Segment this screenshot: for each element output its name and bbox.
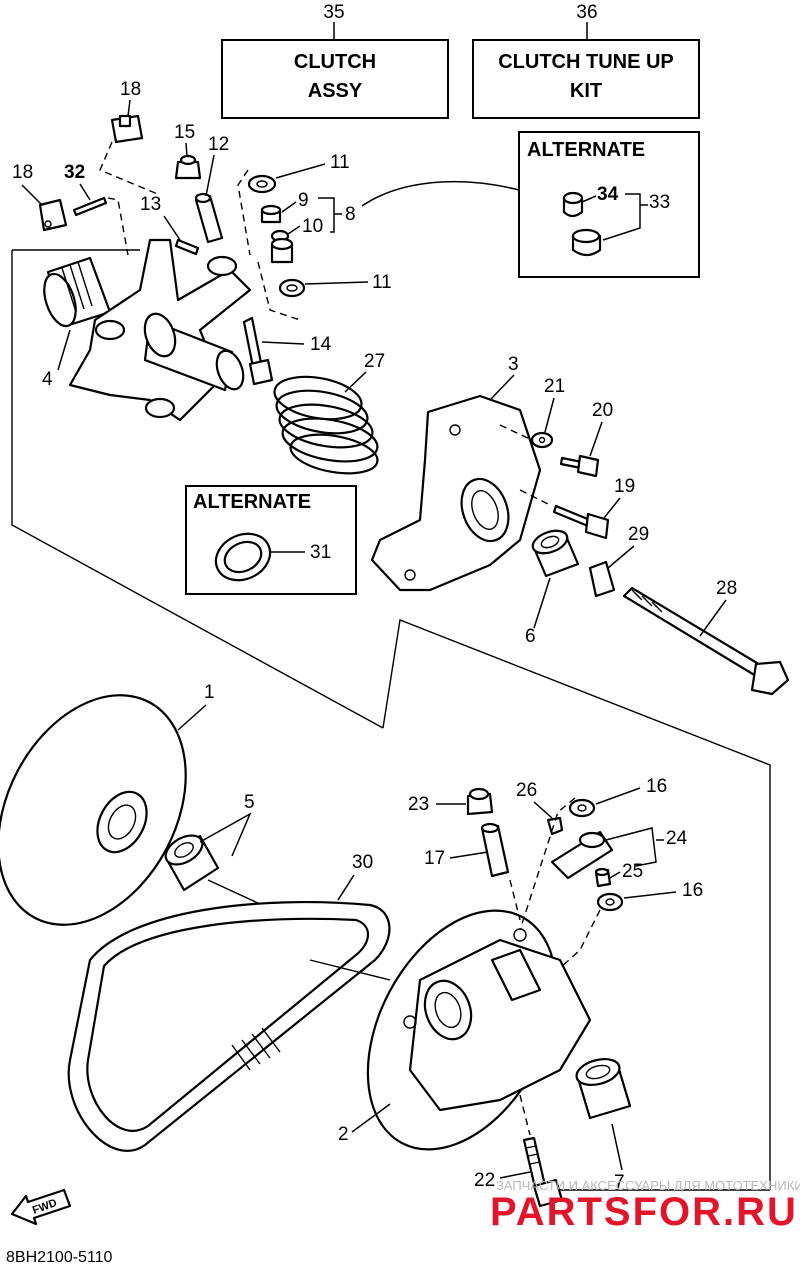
part-1-label: 1 [204,682,215,703]
alternate-box-mid[interactable]: ALTERNATE 31 [185,485,357,595]
part-16-washer-bottom[interactable] [596,892,624,912]
clutch-assy-line2: ASSY [308,80,363,102]
part-18-top-block[interactable] [110,114,144,144]
part-14-bolt[interactable] [242,316,274,386]
part-16a-label: 16 [646,776,667,797]
part-16b-label: 16 [682,880,703,901]
part-22-bolt[interactable] [522,1136,564,1208]
part-2-movable-sheave[interactable] [330,878,595,1181]
part-19-label: 19 [614,476,635,497]
part-18b-label: 18 [12,162,33,183]
part-21-label: 21 [544,376,565,397]
part-7-bushing[interactable] [574,1055,632,1120]
part-29-label: 29 [628,524,649,545]
part-16-washer-top[interactable] [568,798,596,818]
part-11a-label: 11 [330,152,350,173]
part-5-bushing[interactable] [161,830,220,892]
alternate-top-title: ALTERNATE [527,139,645,161]
tune-up-kit-line2: KIT [570,80,602,102]
part-19-bolt[interactable] [552,504,610,540]
part-24-arm[interactable] [550,830,614,880]
part-24-label: 24 [666,828,688,849]
part-27-label: 27 [364,351,385,372]
part-6-label: 6 [525,626,536,647]
part-13-set-screw[interactable] [174,238,200,256]
part-15-label: 15 [174,122,195,143]
part-18a-label: 18 [120,79,141,100]
part-33-bushing[interactable] [571,228,602,257]
part-34-label: 34 [597,184,619,205]
watermark: ЗАПЧАСТИ И АКСЕССУАРЫ ДЛЯ МОТОТЕХНИКИ PA… [490,1178,800,1234]
ref-36-label: 36 [576,2,597,23]
part-20-label: 20 [592,400,613,421]
part-17-pin[interactable] [480,822,510,878]
part-1-sheave[interactable] [0,663,223,957]
part-34-bushing[interactable] [562,191,584,218]
watermark-tagline: ЗАПЧАСТИ И АКСЕССУАРЫ ДЛЯ МОТОТЕХНИКИ [496,1178,800,1193]
part-14-label: 14 [310,334,332,355]
part-3-cover[interactable] [370,394,542,592]
part-9-roller[interactable] [260,204,282,224]
part-32-label: 32 [64,162,85,183]
watermark-brand: PARTSFOR.RU [490,1190,798,1234]
part-32-pin[interactable] [72,196,108,217]
part-9-label: 9 [298,190,309,211]
diagram-code: 8BH2100-5110 [6,1249,113,1266]
tune-up-kit-line1: CLUTCH TUNE UP [498,51,674,73]
part-11-washer-top[interactable] [247,174,277,194]
part-15-nut[interactable] [174,154,202,180]
part-17-label: 17 [424,848,445,869]
part-12-pin[interactable] [194,192,224,244]
part-25-roller[interactable] [594,867,612,888]
part-28-bolt[interactable] [622,586,790,696]
part-22-label: 22 [474,1170,495,1191]
part-28-label: 28 [716,578,737,599]
part-26-label: 26 [516,780,537,801]
ref-35-label: 35 [323,2,344,23]
part-5-label: 5 [244,792,255,813]
part-23-nut[interactable] [466,787,494,816]
part-30-label: 30 [352,852,373,873]
part-11b-label: 11 [372,272,392,293]
part-12-label: 12 [208,134,229,155]
part-10-bushing[interactable] [270,229,294,264]
part-27-spring[interactable] [271,371,381,480]
part-8-label: 8 [345,204,356,225]
part-18-left-block[interactable] [38,198,68,232]
part-30-belt[interactable] [67,901,391,1152]
part-10-label: 10 [302,216,323,237]
part-4-label: 4 [42,369,53,390]
part-3-label: 3 [508,354,519,375]
alternate-mid-title: ALTERNATE [193,491,311,513]
part-13-label: 13 [140,194,161,215]
part-7-label: 7 [614,1172,625,1193]
clutch-tune-up-kit-box[interactable]: 36 CLUTCH TUNE UP KIT [472,2,700,119]
part-20-bolt[interactable] [559,454,600,478]
part-2-label: 2 [338,1124,349,1145]
part-6-bushing[interactable] [530,526,580,578]
part-33-label: 33 [649,192,670,213]
part-11-washer-bottom[interactable] [278,278,306,298]
clutch-assy-box[interactable]: 35 CLUTCH ASSY [221,2,449,119]
part-21-washer[interactable] [530,431,554,449]
part-23-label: 23 [408,794,429,815]
fwd-arrow-icon: FWD [10,1188,72,1226]
part-29-clip[interactable] [588,560,616,598]
part-31-label: 31 [310,542,331,563]
clutch-assy-line1: CLUTCH [294,51,376,73]
alternate-box-top[interactable]: ALTERNATE 34 33 [518,131,700,278]
part-4-spider-shaft[interactable] [38,238,252,422]
part-31-seal[interactable] [208,525,277,589]
part-25-label: 25 [622,861,643,882]
